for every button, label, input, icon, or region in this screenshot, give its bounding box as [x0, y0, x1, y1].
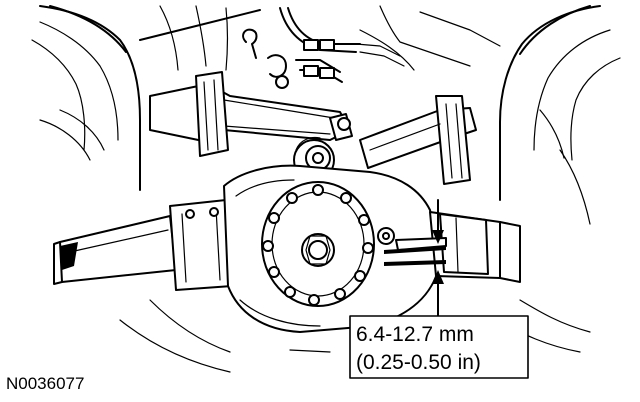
right-upper-arm [359, 95, 477, 185]
brake-lines [242, 7, 405, 89]
figure-id: N0036077 [6, 374, 84, 393]
vehicle-body-background [31, 5, 621, 373]
upper-control-arm [149, 71, 353, 157]
measurement-metric: 6.4-12.7 mm [356, 323, 474, 346]
gap-measurement [384, 199, 447, 317]
differential-cover [261, 181, 395, 307]
measurement-callout: 6.4-12.7 mm (0.25-0.50 in) [349, 315, 529, 379]
cover-bolts [262, 184, 374, 306]
measurement-imperial: (0.25-0.50 in) [356, 351, 481, 374]
